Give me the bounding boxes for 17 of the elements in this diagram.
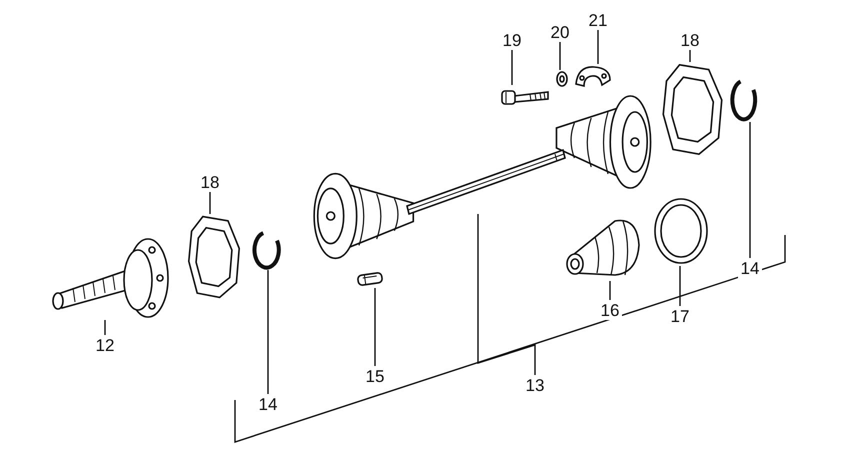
- leader-line: [749, 122, 751, 258]
- leader-line: [511, 50, 513, 85]
- leader-line: [689, 50, 691, 62]
- lock-plate-drawing: [574, 64, 612, 88]
- washer-drawing: [554, 70, 570, 88]
- leader-line: [267, 270, 269, 394]
- leader-line: [104, 320, 106, 335]
- leader-line: [209, 192, 211, 214]
- gasket-drawing: [186, 214, 242, 300]
- leader-line: [374, 288, 376, 366]
- gasket-drawing: [660, 62, 725, 157]
- leader-line: [609, 281, 611, 300]
- leader-line: [559, 42, 561, 70]
- axle-shaft-drawing: [405, 146, 567, 214]
- leader-line: [477, 214, 536, 375]
- clamp-drawing: [652, 196, 710, 266]
- leader-line: [679, 266, 681, 306]
